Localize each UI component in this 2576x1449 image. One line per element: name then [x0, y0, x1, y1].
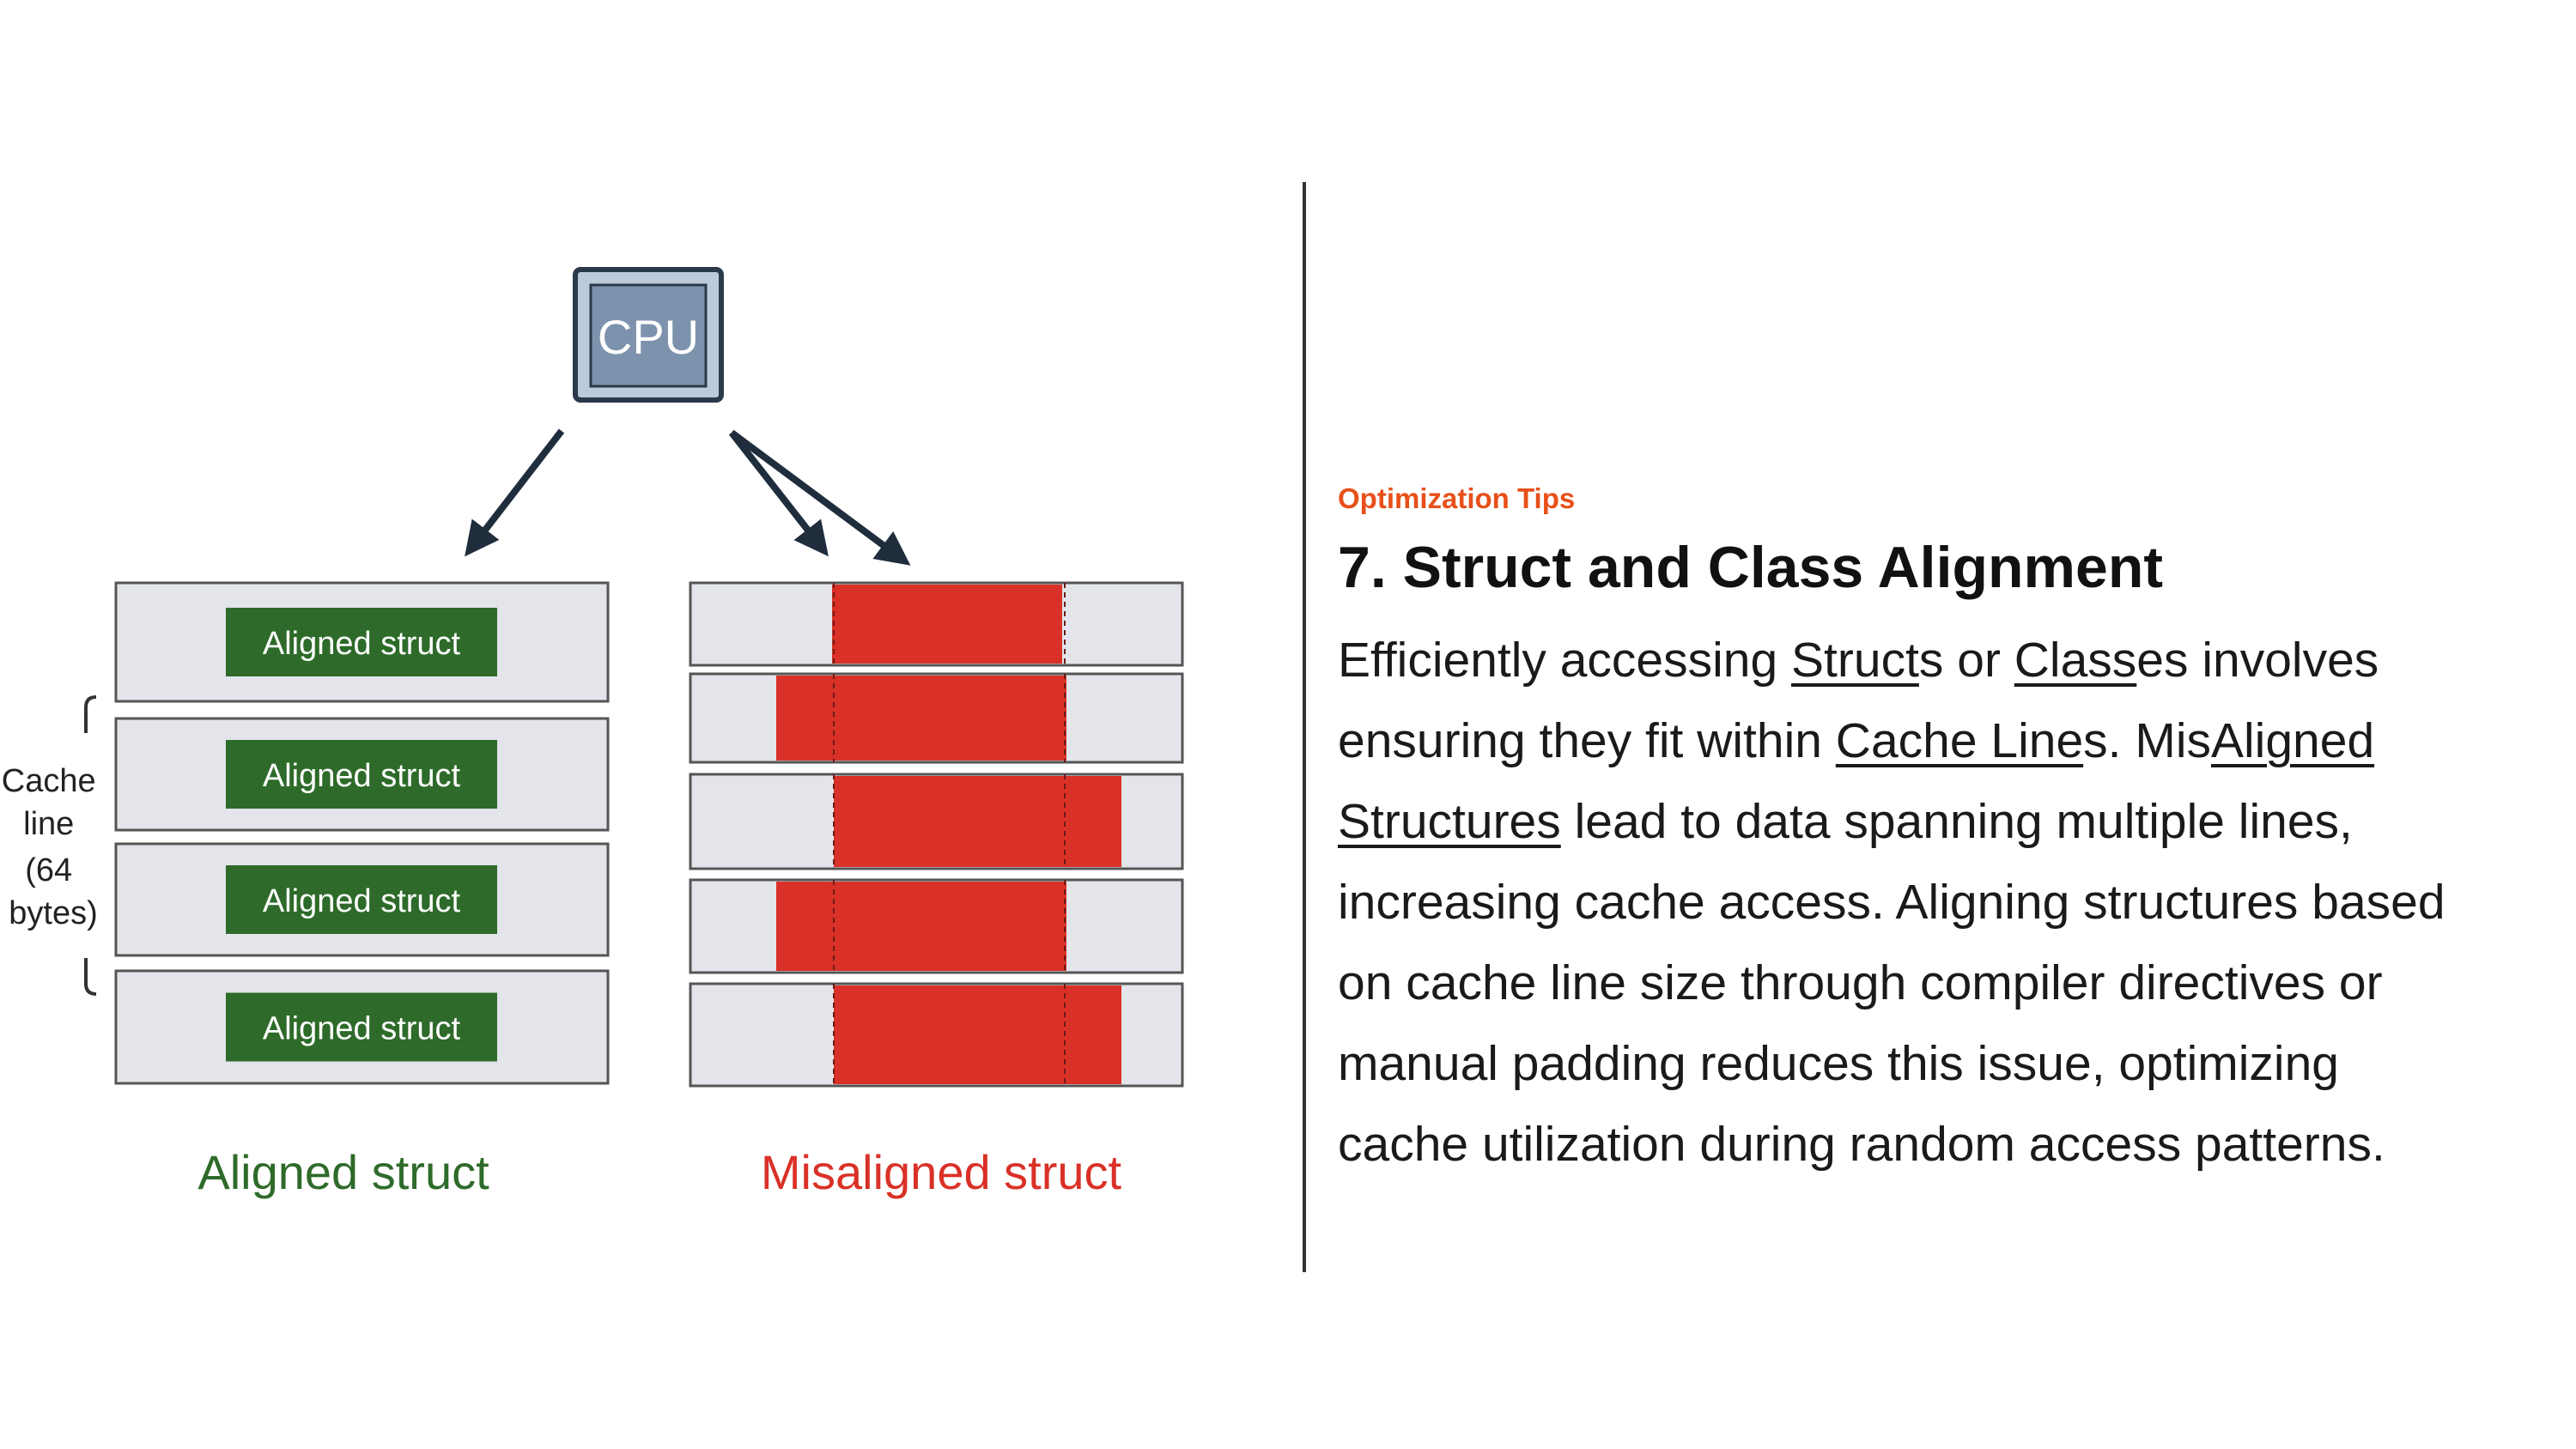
body-line: manual padding reduces this issue, optim…	[1338, 1023, 2445, 1104]
misaligned-caption: Misaligned struct	[761, 1145, 1122, 1199]
cache-line-row: Aligned struct	[114, 717, 610, 832]
body-line: increasing cache access. Aligning struct…	[1338, 862, 2445, 943]
aligned-caption: Aligned struct	[197, 1145, 489, 1199]
misaligned-struct-block	[834, 985, 1121, 1084]
misaligned-struct-block	[776, 882, 1066, 971]
section-title: 7. Struct and Class Alignment	[1338, 535, 2163, 600]
body-text: manual padding reduces this issue, optim…	[1338, 1036, 2339, 1091]
term-link[interactable]: Cache Line	[1835, 713, 2084, 768]
aligned-struct-block	[226, 608, 497, 676]
cpu-label: CPU	[598, 310, 699, 364]
aligned-struct-block	[226, 740, 497, 809]
aligned-struct-block	[226, 992, 497, 1062]
body-line: cache utilization during random access p…	[1338, 1104, 2445, 1185]
body-line: Efficiently accessing Structs or Classes…	[1338, 620, 2445, 700]
aligned-struct-label: Aligned struct	[263, 626, 461, 662]
body-text: on cache line size through compiler dire…	[1338, 955, 2383, 1010]
cache-line-row	[689, 773, 1184, 870]
aligned-struct-label: Aligned struct	[263, 883, 461, 919]
term-link[interactable]: Class	[2014, 633, 2137, 688]
body-text: s or	[1918, 633, 2014, 688]
misaligned-struct-block	[776, 676, 1066, 761]
body-text: Efficiently accessing	[1338, 633, 1792, 688]
cache-line-row: Aligned struct	[114, 969, 610, 1085]
cache-line-label-1: Cache	[2, 763, 96, 799]
cache-line-row	[689, 982, 1184, 1088]
cache-line-label-4: bytes)	[9, 895, 97, 931]
cache-line-row	[689, 672, 1184, 764]
cache-line-label-2: line	[23, 806, 74, 842]
arrow-to-misaligned-1	[728, 430, 829, 557]
cache-line-row: Aligned struct	[114, 842, 610, 957]
body-line: Structures lead to data spanning multipl…	[1338, 781, 2445, 862]
arrow-to-misaligned-2	[729, 429, 911, 566]
aligned-struct-label: Aligned struct	[263, 758, 461, 794]
cache-line-row	[689, 878, 1184, 974]
body-line: on cache line size through compiler dire…	[1338, 943, 2445, 1023]
term-link[interactable]: Struct	[1791, 633, 1919, 688]
divider	[1303, 182, 1306, 1272]
body-text: cache utilization during random access p…	[1338, 1117, 2385, 1172]
cache-line-bracket: Cache line (64 bytes)	[2, 695, 105, 996]
term-link[interactable]: Aligned	[2211, 713, 2375, 768]
aligned-struct-label: Aligned struct	[263, 1011, 461, 1047]
body-line: ensuring they fit within Cache Lines. Mi…	[1338, 700, 2445, 781]
arrow-to-aligned	[465, 428, 565, 557]
misaligned-column	[689, 581, 1184, 1088]
misaligned-struct-block	[832, 585, 1062, 664]
body-text: s. Mis	[2083, 713, 2211, 768]
term-link[interactable]: Structures	[1338, 794, 1561, 849]
body-text: es involves	[2136, 633, 2379, 688]
article-body: Efficiently accessing Structs or Classes…	[1338, 620, 2445, 1185]
body-text: ensuring they fit within	[1338, 713, 1836, 768]
misaligned-struct-block	[834, 776, 1121, 867]
cache-line-row	[689, 581, 1184, 667]
cache-line-label-3: (64	[25, 852, 72, 888]
svg-text:Cache line (64: Cache line (64 bytes)	[2, 763, 105, 931]
body-text: increasing cache access. Aligning struct…	[1338, 875, 2445, 930]
cache-line-row: Aligned struct	[114, 581, 610, 703]
arrows	[465, 428, 911, 566]
cpu-chip-icon: CPU	[573, 267, 724, 403]
body-text: lead to data spanning multiple lines,	[1560, 794, 2353, 849]
aligned-struct-block	[226, 865, 497, 934]
eyebrow-label: Optimization Tips	[1338, 482, 1576, 514]
